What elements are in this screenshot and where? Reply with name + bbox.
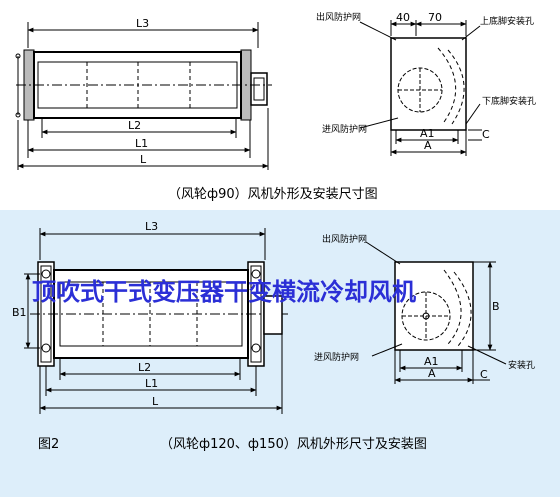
top-outlet-label: 出风防护网 bbox=[316, 11, 361, 23]
top-lower-hole-label: 下底脚安装孔 bbox=[482, 95, 536, 107]
bottom-a1-label: A1 bbox=[424, 355, 439, 368]
top-dim-40: 40 bbox=[396, 11, 410, 24]
watermark-title: 顶吹式干式变压器干变横流冷却风机 bbox=[32, 277, 416, 306]
top-l-label: L bbox=[140, 153, 147, 166]
top-side-view bbox=[15, 22, 272, 170]
bottom-l3-label: L3 bbox=[145, 220, 158, 233]
top-l1-label: L1 bbox=[135, 137, 148, 150]
bottom-l1-label: L1 bbox=[145, 377, 158, 390]
bottom-side-view bbox=[24, 228, 288, 414]
top-a-label: A bbox=[424, 139, 432, 152]
bottom-end-view bbox=[365, 241, 507, 384]
bottom-hole-label: 安装孔 bbox=[508, 359, 535, 371]
top-l2-label: L2 bbox=[128, 119, 141, 132]
top-panel-background bbox=[0, 0, 560, 210]
bottom-c-label: C bbox=[480, 368, 488, 381]
top-caption: （风轮ф90）风机外形及安装尺寸图 bbox=[168, 187, 378, 202]
bottom-a-label: A bbox=[428, 367, 436, 380]
bottom-l-label: L bbox=[152, 395, 159, 408]
top-end-view bbox=[359, 20, 482, 156]
top-upper-hole-label: 上底脚安装孔 bbox=[480, 15, 534, 27]
bottom-b1-label: B1 bbox=[12, 306, 27, 319]
top-l3-label: L3 bbox=[136, 17, 149, 30]
bottom-outlet-label: 出风防护网 bbox=[322, 233, 367, 245]
top-inlet-label: 进风防护网 bbox=[322, 123, 367, 135]
bottom-b-label: B bbox=[492, 300, 500, 313]
bottom-l2-label: L2 bbox=[138, 361, 151, 374]
bottom-figure-number: 图2 bbox=[38, 437, 59, 452]
bottom-caption: （风轮ф120、ф150）风机外形尺寸及安装图 bbox=[160, 437, 427, 452]
bottom-inlet-label: 进风防护网 bbox=[314, 351, 359, 363]
top-c-label: C bbox=[482, 128, 490, 141]
top-dim-70: 70 bbox=[428, 11, 442, 24]
top-a1-label: A1 bbox=[420, 127, 435, 140]
